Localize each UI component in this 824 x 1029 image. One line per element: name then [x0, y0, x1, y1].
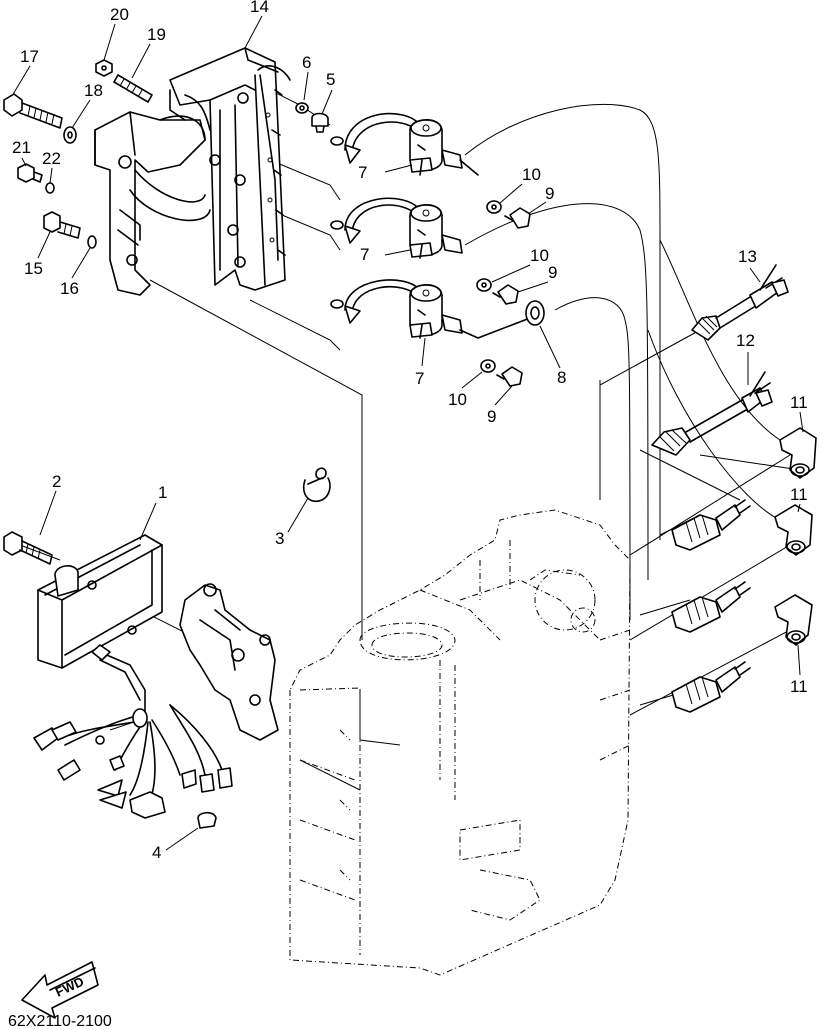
- callout-17: 17: [20, 47, 39, 66]
- engine-block-outline: [289, 509, 631, 976]
- ignition-coil-middle: [344, 197, 463, 259]
- callout-15: 15: [24, 259, 43, 278]
- diagram-code: 62X2110-2100: [8, 1013, 112, 1029]
- fastener-10-washer-bottom: [480, 359, 496, 373]
- callout-pointers: [11, 15, 804, 851]
- high-tension-cord-13: [691, 264, 789, 341]
- callout-5: 5: [326, 70, 335, 89]
- fastener-15-bolt: [43, 211, 81, 239]
- fastener-22-washer: [45, 182, 55, 194]
- plug-cap-1: [779, 427, 817, 479]
- callout-7b: 7: [360, 245, 369, 264]
- spark-plug-2: [671, 581, 751, 633]
- callout-9b: 9: [548, 263, 557, 282]
- high-tension-cord-12: [651, 371, 773, 456]
- fastener-10-washer-middle: [476, 278, 492, 292]
- fastener-21-bolt: [17, 163, 43, 183]
- callout-10b: 10: [530, 246, 549, 265]
- cdi-unit: [37, 534, 163, 721]
- plug-cap-2: [774, 504, 813, 556]
- callout-labels: 1 2 3 4 5 6 7 7 7 8 9 9 9 10 10 10 11 11…: [12, 0, 808, 862]
- fastener-6-washer: [295, 102, 309, 114]
- plug-cap-3: [774, 594, 813, 646]
- fastener-4-screw: [197, 811, 217, 829]
- callout-11b: 11: [790, 485, 808, 504]
- callout-18: 18: [84, 81, 103, 100]
- callout-6: 6: [302, 53, 311, 72]
- callout-14: 14: [250, 0, 269, 16]
- callout-10a: 10: [522, 165, 541, 184]
- wiring-harness: [33, 704, 233, 819]
- fastener-5-screw: [311, 112, 329, 133]
- callout-13: 13: [738, 247, 757, 266]
- ignition-coil-bottom: [344, 279, 531, 339]
- callout-9c: 9: [487, 407, 496, 426]
- fastener-16-washer: [87, 235, 97, 249]
- callout-10c: 10: [448, 390, 467, 409]
- pulser-coil-plate: [179, 583, 279, 741]
- callout-19: 19: [147, 25, 166, 44]
- callout-7a: 7: [358, 163, 367, 182]
- ignition-coil-bracket: [94, 47, 291, 296]
- fastener-20-nut: [95, 59, 113, 77]
- callout-2: 2: [52, 472, 61, 491]
- callout-11a: 11: [790, 393, 808, 412]
- wire-clamp: [303, 467, 331, 502]
- callout-21: 21: [12, 138, 31, 157]
- callout-8: 8: [557, 368, 566, 387]
- callout-7c: 7: [415, 369, 424, 388]
- fastener-9-screw-top: [504, 207, 531, 229]
- callout-9a: 9: [545, 184, 554, 203]
- callout-4: 4: [152, 843, 161, 862]
- fastener-18-washer: [63, 126, 77, 144]
- callout-12: 12: [736, 331, 755, 350]
- fastener-2-bolt: [3, 531, 53, 565]
- callout-22: 22: [42, 149, 61, 168]
- ignition-coil-top: [344, 112, 479, 176]
- spark-plug-3: [671, 661, 751, 713]
- ring-terminals: [330, 136, 344, 309]
- spark-plug-1: [671, 499, 751, 551]
- fastener-9-screw-bottom: [496, 366, 523, 387]
- fwd-arrow-icon: FWD: [21, 961, 99, 1019]
- fastener-10-washer-top: [486, 200, 502, 214]
- callout-16: 16: [60, 279, 79, 298]
- callout-1: 1: [158, 483, 167, 502]
- fastener-19-stud: [113, 74, 153, 103]
- callout-20: 20: [110, 5, 129, 24]
- callout-3: 3: [275, 529, 284, 548]
- grommet: [525, 300, 545, 326]
- fastener-17-bolt: [3, 93, 63, 129]
- fastener-9-screw-middle: [492, 284, 519, 305]
- callout-11c: 11: [790, 677, 808, 696]
